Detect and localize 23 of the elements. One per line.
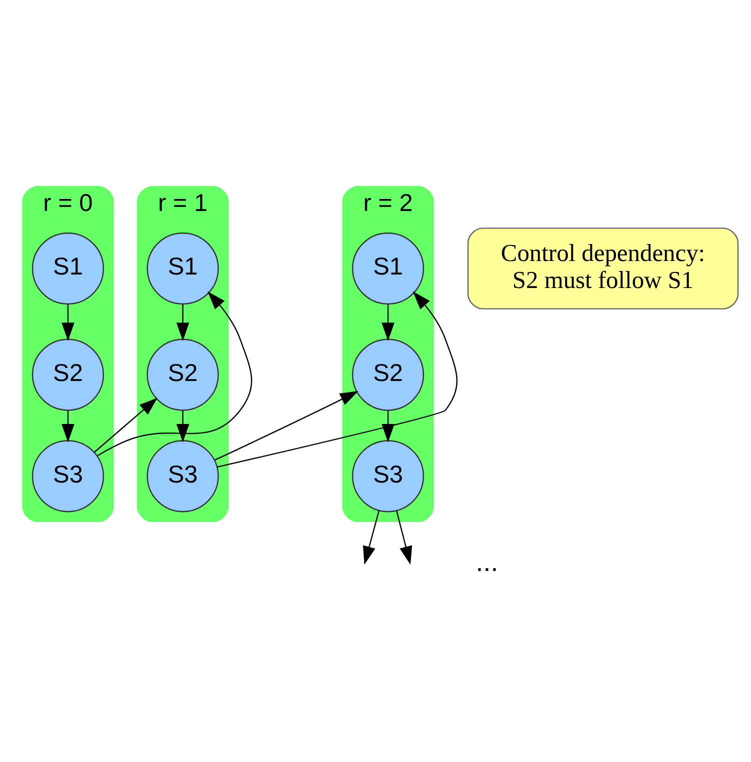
arrow (176, 304, 190, 340)
arrow (62, 304, 74, 340)
node-box: Control dependency: S2 must follow S1 (467, 227, 739, 309)
node-circle: S3 (32, 440, 104, 512)
node-circle: S2 (146, 338, 219, 410)
arrow (214, 390, 358, 460)
node-circle: S2 (32, 338, 104, 410)
arrow (216, 290, 458, 468)
arrow (396, 510, 412, 564)
node-circle: S3 (352, 440, 424, 512)
arrow (176, 410, 190, 442)
arrow (62, 410, 74, 442)
arrow (97, 290, 252, 456)
node-circle: S1 (352, 232, 424, 304)
arrow (382, 410, 394, 442)
arrow (382, 304, 394, 340)
arrow (94, 397, 158, 452)
node-circle: S1 (32, 232, 104, 304)
arrow (362, 510, 380, 564)
node-circle: S1 (146, 232, 219, 304)
node-circle: S3 (146, 440, 219, 512)
label: ... (476, 546, 498, 576)
node-circle: S2 (352, 338, 424, 410)
